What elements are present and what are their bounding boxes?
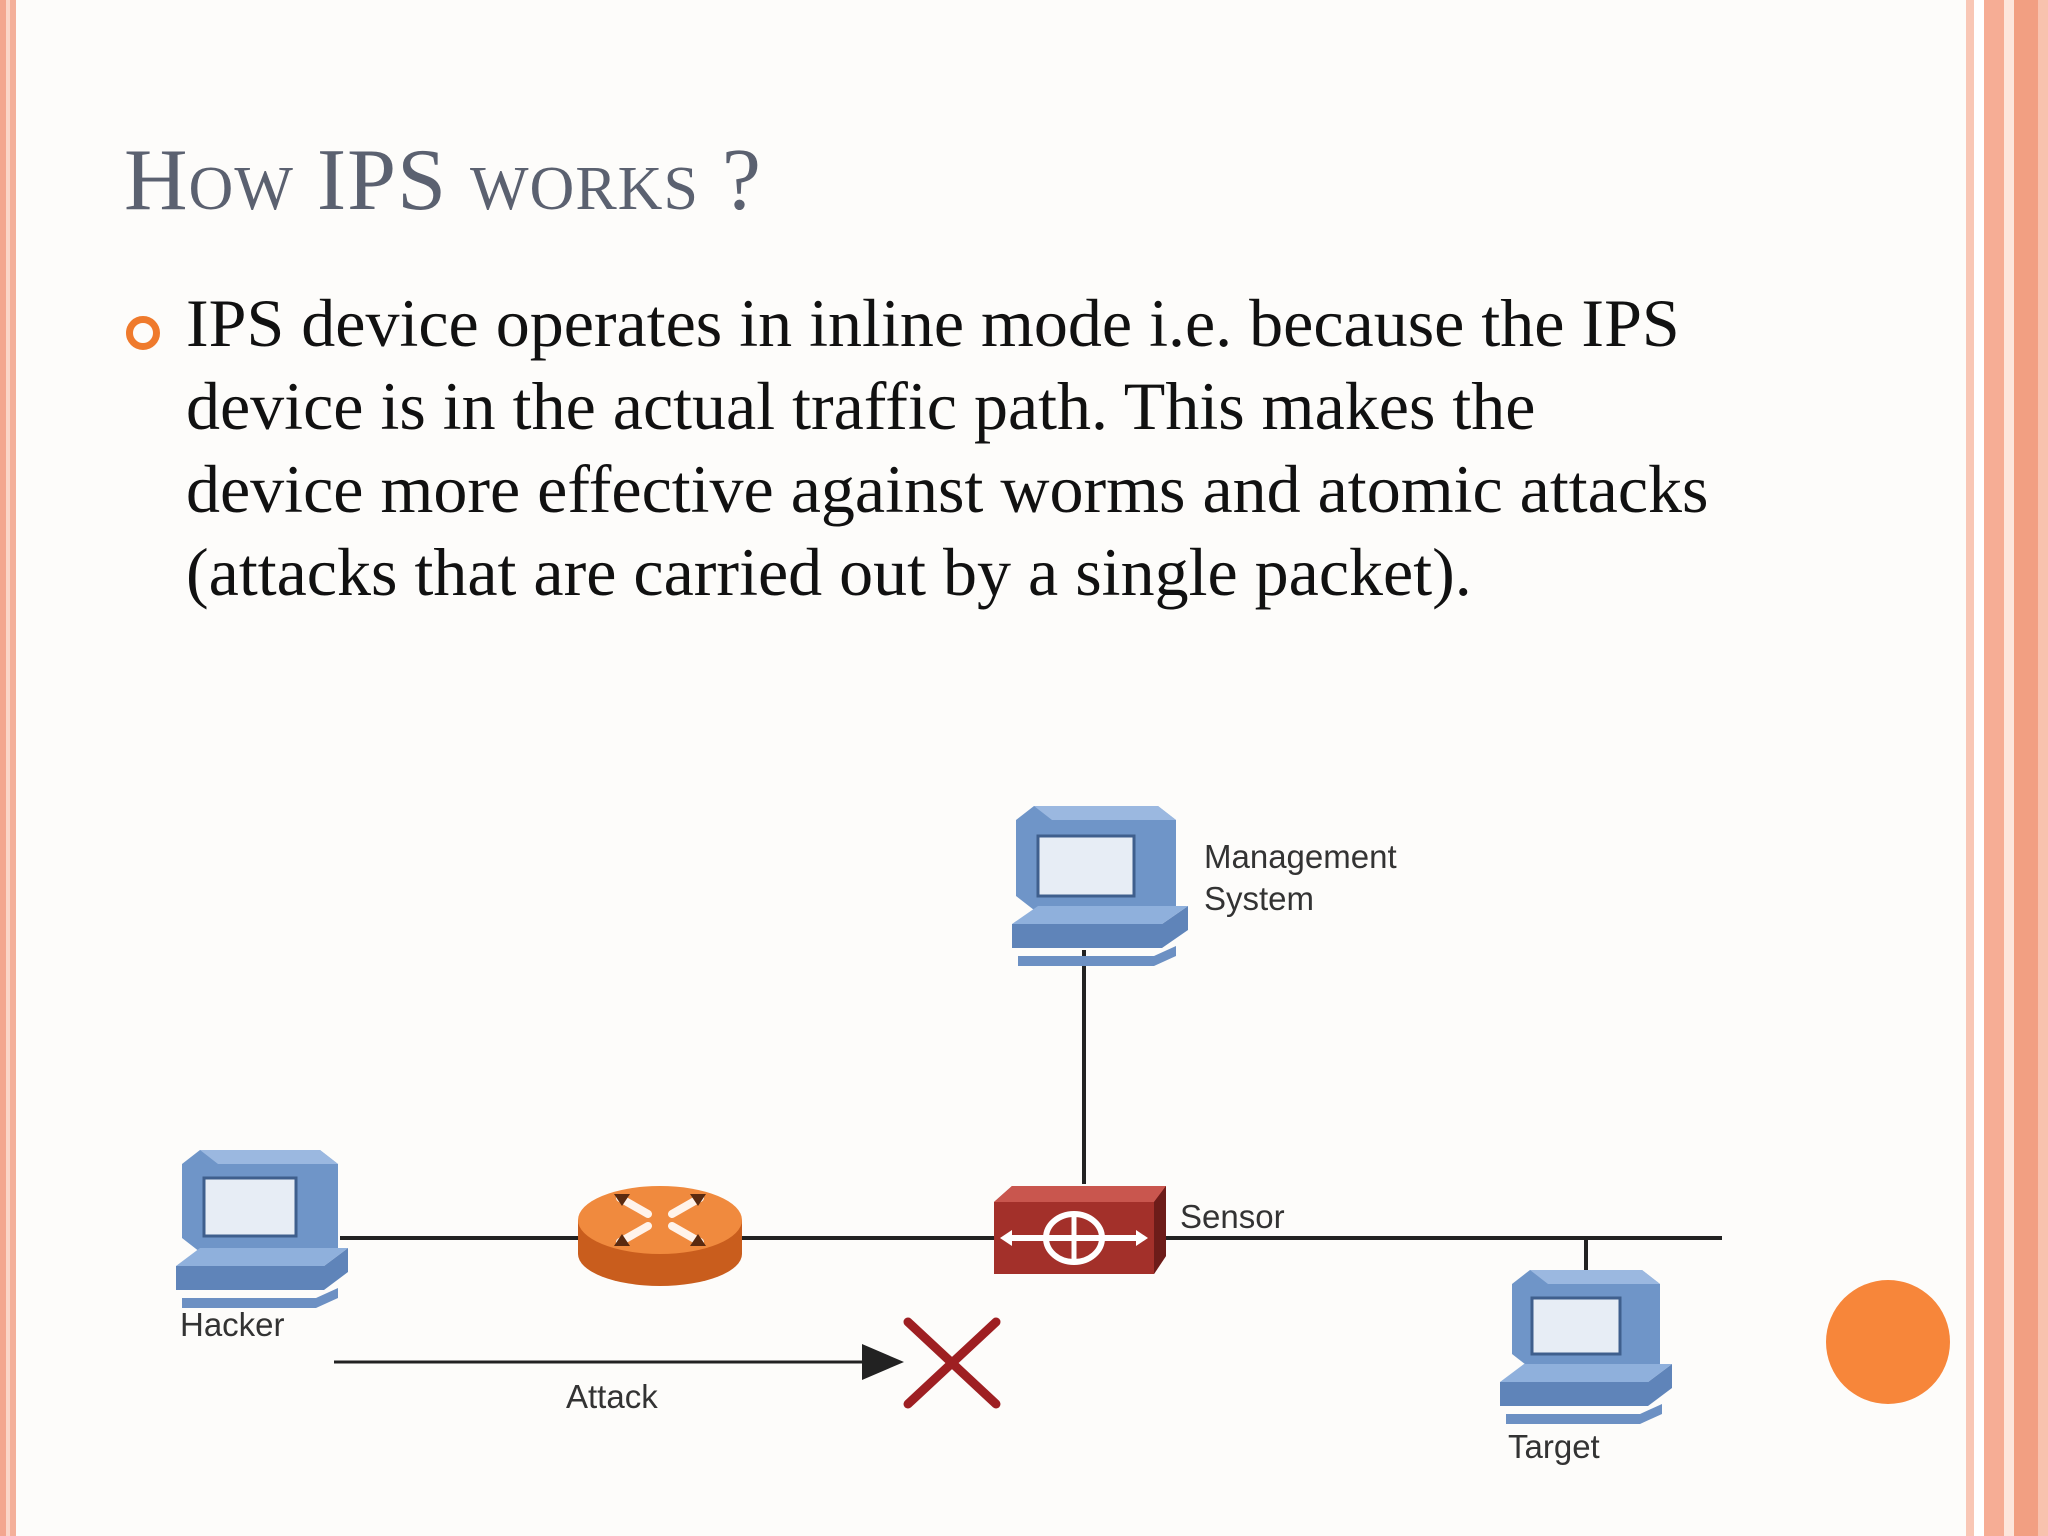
bullet-text: IPS device operates in inline mode i.e. … <box>186 285 1709 610</box>
bullet-circle-icon <box>126 316 160 350</box>
left-border <box>0 0 16 1536</box>
management-computer-icon <box>1012 806 1188 966</box>
hacker-label: Hacker <box>180 1306 285 1343</box>
management-label-line1: Management <box>1204 838 1397 875</box>
orange-circle-decoration <box>1826 1280 1950 1404</box>
slide-title: How IPS works ? <box>124 132 762 229</box>
target-label: Target <box>1508 1428 1600 1465</box>
router-icon <box>578 1186 742 1286</box>
hacker-computer-icon <box>176 1150 348 1308</box>
blocked-x-icon <box>903 1317 1001 1409</box>
management-label-line2: System <box>1204 880 1314 917</box>
sensor-icon <box>994 1186 1166 1274</box>
sensor-label: Sensor <box>1180 1198 1285 1235</box>
attack-label: Attack <box>566 1378 658 1415</box>
target-computer-icon <box>1500 1270 1672 1424</box>
right-stripes-decoration <box>1966 0 2048 1536</box>
